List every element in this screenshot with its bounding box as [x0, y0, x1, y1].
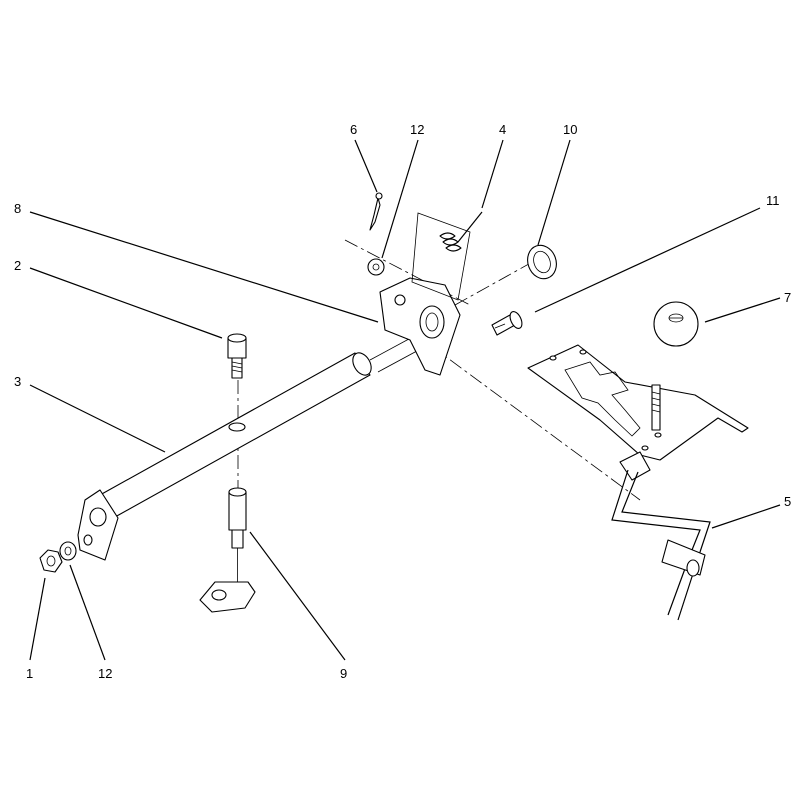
spring-plate-part-4	[411, 211, 483, 301]
washer-part-12-lower	[59, 541, 77, 561]
callout-labels: 6 12 4 10 11 7 8 2 3 5 1 12 9	[14, 122, 791, 681]
nut-part-1	[39, 549, 63, 573]
callout-1: 1	[26, 666, 33, 681]
knob-part-7	[651, 301, 699, 431]
callout-6: 6	[350, 122, 357, 137]
callout-4: 4	[499, 122, 506, 137]
shift-lever-part-5	[611, 451, 711, 621]
callout-7: 7	[784, 290, 791, 305]
shift-gate-plate	[527, 344, 749, 461]
washer-part-10	[527, 244, 557, 280]
callout-10: 10	[563, 122, 577, 137]
spacer-part-9	[199, 487, 256, 613]
bolt-part-2	[227, 333, 247, 379]
callout-12-bottom: 12	[98, 666, 112, 681]
callout-9: 9	[340, 666, 347, 681]
callout-8: 8	[14, 201, 21, 216]
bolt-part-11	[491, 311, 523, 336]
callout-5: 5	[784, 494, 791, 509]
callout-2: 2	[14, 258, 21, 273]
washer-part-12-upper	[367, 258, 385, 276]
callout-12-top: 12	[410, 122, 424, 137]
callout-11: 11	[766, 193, 780, 208]
shaft-part-3	[99, 332, 429, 518]
leader-lines	[29, 139, 781, 661]
left-bracket-plate	[77, 489, 119, 561]
callout-3: 3	[14, 374, 21, 389]
bracket-part-8	[379, 277, 461, 376]
cotter-pin-part-6	[369, 192, 383, 231]
